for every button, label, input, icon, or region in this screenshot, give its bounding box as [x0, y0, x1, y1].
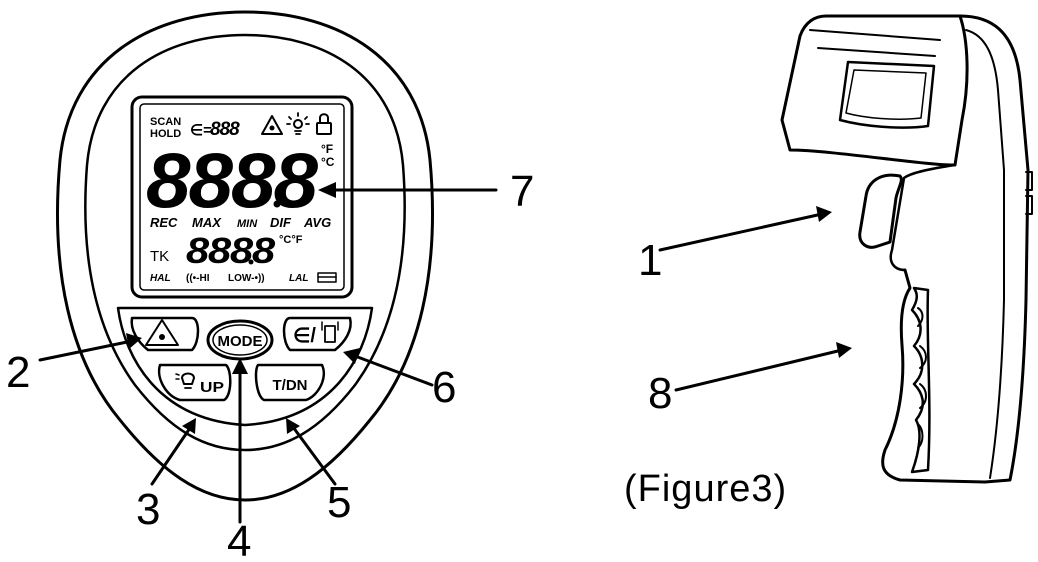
inner-face	[84, 33, 406, 452]
arrowhead-1	[816, 206, 832, 222]
lock-icon	[316, 113, 332, 135]
unit-toggle-icon	[321, 321, 339, 343]
lcd-screen	[139, 103, 345, 291]
arrowhead-3	[182, 418, 196, 434]
callout-7: 7	[510, 167, 534, 216]
lcd-lal-label: LAL	[289, 273, 308, 284]
lcd-main-decimal	[273, 200, 281, 208]
lcd-tk-label: TK	[150, 248, 169, 265]
keypad-outline	[116, 306, 374, 427]
side-head	[780, 14, 969, 167]
side-window	[838, 60, 936, 129]
lcd-hold-label: HOLD	[150, 128, 181, 140]
emissivity-button[interactable]: ∈/	[282, 316, 352, 352]
lcd-sub-digits: 8888	[186, 230, 275, 271]
arrowhead-7	[318, 182, 336, 198]
leader-1	[658, 212, 824, 252]
side-body-panel	[965, 29, 1005, 479]
emissivity-button-label: ∈/	[293, 325, 316, 347]
outer-housing	[56, 10, 434, 502]
lcd-unit-f: °F	[321, 142, 333, 156]
arrowhead-2	[126, 333, 142, 349]
figure-caption: (Figure3)	[624, 468, 787, 510]
arrowhead-4	[232, 358, 248, 374]
lcd-rec-label: REC	[150, 215, 178, 230]
arrowhead-5	[286, 418, 300, 434]
up-button-label: UP	[200, 379, 224, 396]
lcd-main-digits: 8888	[146, 136, 319, 224]
callout-5: 5	[327, 478, 351, 527]
lcd-min-label: MIN	[237, 218, 258, 230]
side-back-buttons	[1025, 171, 1033, 215]
side-trigger	[858, 173, 903, 249]
callout-6: 6	[432, 363, 456, 412]
lcd-dif-label: DIF	[270, 215, 292, 230]
laser-button[interactable]	[130, 316, 200, 352]
laser-icon	[261, 115, 283, 135]
lcd-hal-label: HAL	[150, 273, 171, 284]
down-button-label: T/DN	[273, 377, 308, 394]
leader-8	[674, 348, 844, 392]
down-button[interactable]: T/DN	[254, 363, 325, 402]
side-body-back	[958, 14, 1030, 484]
front-view: SCAN HOLD ∈= 888 8888 °F °C	[6, 10, 534, 562]
lcd-emissivity-digits: 888	[210, 119, 240, 140]
leader-3	[150, 426, 192, 486]
callout-1: 1	[638, 236, 662, 285]
mode-button[interactable]: MODE	[206, 319, 274, 361]
arrowhead-6	[343, 348, 360, 364]
lcd-avg-label: AVG	[303, 215, 331, 230]
side-grip-ridges	[917, 307, 927, 449]
side-window-inner	[845, 69, 927, 120]
side-grip	[910, 286, 931, 474]
side-head-top	[809, 29, 941, 57]
side-view: 1 8 (Figure3)	[624, 14, 1033, 510]
side-trigger-guard	[889, 163, 957, 272]
side-handle	[881, 268, 987, 484]
leader-2	[38, 339, 134, 362]
display-bezel	[130, 95, 354, 299]
lcd-low-label: LOW-•))	[228, 273, 265, 284]
up-button[interactable]: UP	[157, 363, 232, 402]
lcd-unit-c: °C	[321, 155, 335, 169]
leader-5	[291, 425, 337, 486]
lcd-max-label: MAX	[192, 215, 222, 230]
lcd-sub-decimal	[248, 259, 254, 265]
arrowhead-8	[836, 342, 852, 358]
lcd-emissivity-prefix: ∈=	[190, 122, 212, 139]
mode-button-label: MODE	[218, 333, 263, 350]
callout-8: 8	[648, 369, 672, 418]
battery-icon	[317, 272, 337, 283]
leader-6	[353, 354, 434, 387]
backlight-icon	[286, 112, 310, 135]
callout-3: 3	[136, 485, 160, 534]
callout-2: 2	[6, 348, 30, 397]
lcd-hi-label: ((•-HI	[186, 273, 210, 284]
lcd-scan-label: SCAN	[150, 116, 181, 128]
lcd-sub-unit: °C°F	[279, 234, 303, 246]
callout-4: 4	[227, 517, 251, 562]
backlight-key-icon	[175, 372, 195, 389]
